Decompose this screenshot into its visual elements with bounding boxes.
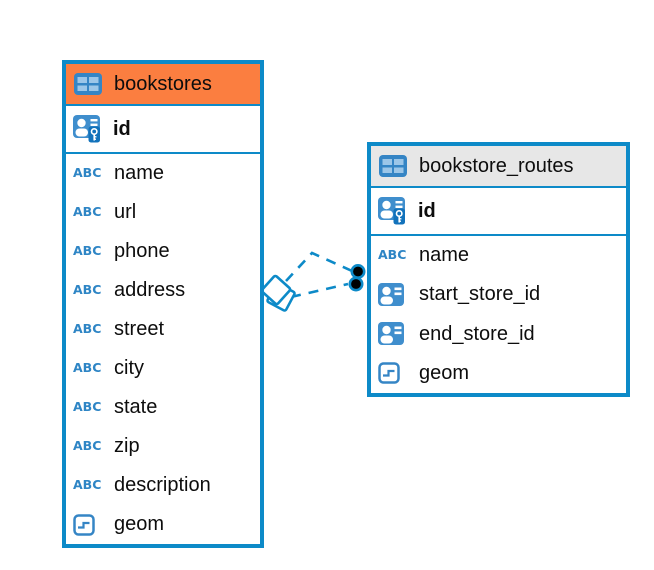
reference-type-icon [378, 322, 410, 346]
field-row[interactable]: ABC zip [66, 427, 260, 466]
field-name: geom [114, 513, 165, 535]
table-title: bookstore_routes [419, 154, 574, 177]
text-type-icon: ABC [73, 360, 102, 376]
field-row[interactable]: ABC address [66, 271, 260, 310]
relationship-line[interactable] [285, 251, 353, 282]
field-row[interactable]: end_store_id [371, 315, 626, 354]
text-type-icon: ABC [378, 247, 407, 263]
field-row[interactable]: ABC description [66, 466, 260, 505]
field-row[interactable]: geom [66, 505, 260, 544]
field-name: street [114, 318, 165, 340]
table-header-bookstore-routes[interactable]: bookstore_routes [371, 146, 626, 188]
relationship-source-marker[interactable] [260, 274, 296, 312]
field-name: name [419, 244, 470, 267]
text-type-icon: ABC [73, 438, 102, 454]
field-row[interactable]: geom [371, 354, 626, 393]
text-type-icon: ABC [73, 282, 102, 298]
relationship-line[interactable] [290, 282, 349, 299]
text-type-icon: ABC [73, 243, 102, 259]
field-name: geom [419, 361, 470, 384]
field-list: ABC name start_store_id [371, 236, 626, 393]
field-list: ABC name ABC url ABC phone ABC address A… [66, 154, 260, 544]
field-name: city [114, 357, 144, 379]
field-name: name [114, 162, 165, 184]
field-name: id [418, 199, 436, 222]
field-row[interactable]: ABC name [66, 154, 260, 193]
field-row[interactable]: ABC name [371, 236, 626, 275]
reference-type-icon [378, 282, 410, 307]
field-row[interactable]: start_store_id [371, 275, 626, 314]
text-type-icon: ABC [73, 204, 102, 220]
geometry-type-icon [378, 362, 410, 385]
field-name: end_store_id [419, 322, 535, 345]
geometry-type-icon [73, 513, 105, 536]
relationship-endpoint-dots[interactable] [348, 263, 366, 292]
field-name: address [114, 279, 186, 301]
field-name: url [114, 201, 137, 223]
text-type-icon: ABC [73, 321, 102, 337]
table-bookstore-routes[interactable]: bookstore_routes id [367, 142, 630, 397]
field-row-pk[interactable]: id [66, 106, 260, 154]
field-name: id [113, 117, 131, 140]
table-header-bookstores[interactable]: bookstores [66, 64, 260, 106]
text-type-icon: ABC [73, 165, 102, 181]
field-name: phone [114, 240, 170, 262]
field-name: start_store_id [419, 283, 541, 306]
text-type-icon: ABC [73, 477, 102, 493]
table-bookstores[interactable]: bookstores id A [62, 60, 264, 548]
field-name: state [114, 396, 158, 418]
field-row[interactable]: ABC street [66, 310, 260, 349]
table-icon [74, 73, 106, 95]
field-name: zip [114, 435, 140, 457]
field-row[interactable]: ABC url [66, 193, 260, 232]
field-row[interactable]: ABC phone [66, 232, 260, 271]
field-row[interactable]: ABC city [66, 349, 260, 388]
field-row[interactable]: ABC state [66, 388, 260, 427]
table-icon [379, 155, 411, 177]
field-row-pk[interactable]: id [371, 188, 626, 236]
primary-key-icon [378, 197, 410, 225]
text-type-icon: ABC [73, 399, 102, 415]
primary-key-icon [73, 115, 105, 143]
table-title: bookstores [114, 72, 212, 95]
field-name: description [114, 474, 211, 496]
